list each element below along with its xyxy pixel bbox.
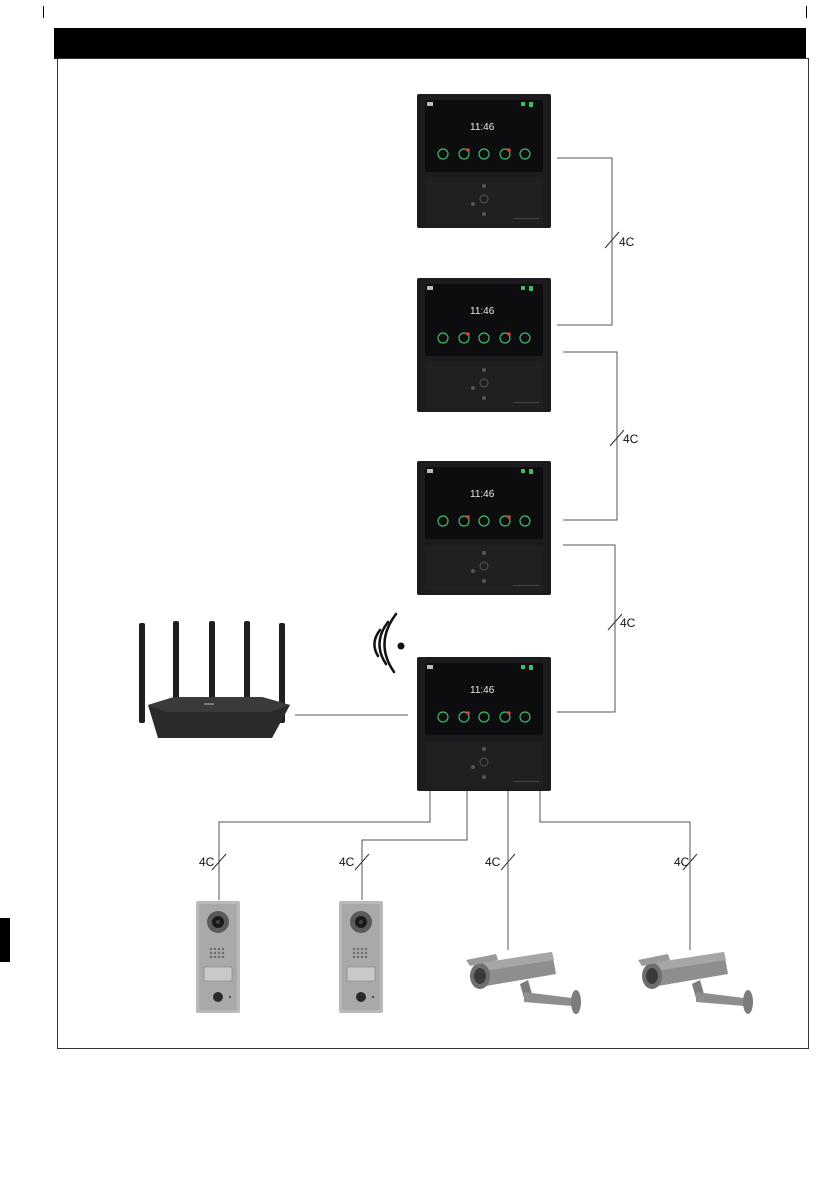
- monitor-4-clock: 11:46: [470, 685, 495, 696]
- monitor-2-clock: 11:46: [470, 306, 495, 317]
- wire-label-4: 4C: [199, 855, 215, 869]
- wire-label-3: 4C: [620, 616, 636, 630]
- wire-label-2: 4C: [623, 432, 639, 446]
- door-station-1: [196, 901, 240, 1013]
- wire-label-5: 4C: [339, 855, 355, 869]
- wire-label-6: 4C: [485, 855, 501, 869]
- monitor-3-clock: 11:46: [470, 489, 495, 500]
- cctv-camera-1: [466, 952, 581, 1014]
- wire-label-1: 4C: [619, 235, 635, 249]
- wire-label-7: 4C: [674, 855, 690, 869]
- router: [139, 621, 290, 738]
- wifi-signal-icon: [374, 614, 404, 672]
- monitor-2: [417, 278, 551, 412]
- cctv-camera-2: [638, 952, 753, 1014]
- monitor-4-main: [417, 657, 551, 791]
- monitor-1: [417, 94, 551, 228]
- monitor-3: [417, 461, 551, 595]
- door-station-2: [339, 901, 383, 1013]
- monitor-1-clock: 11:46: [470, 122, 495, 133]
